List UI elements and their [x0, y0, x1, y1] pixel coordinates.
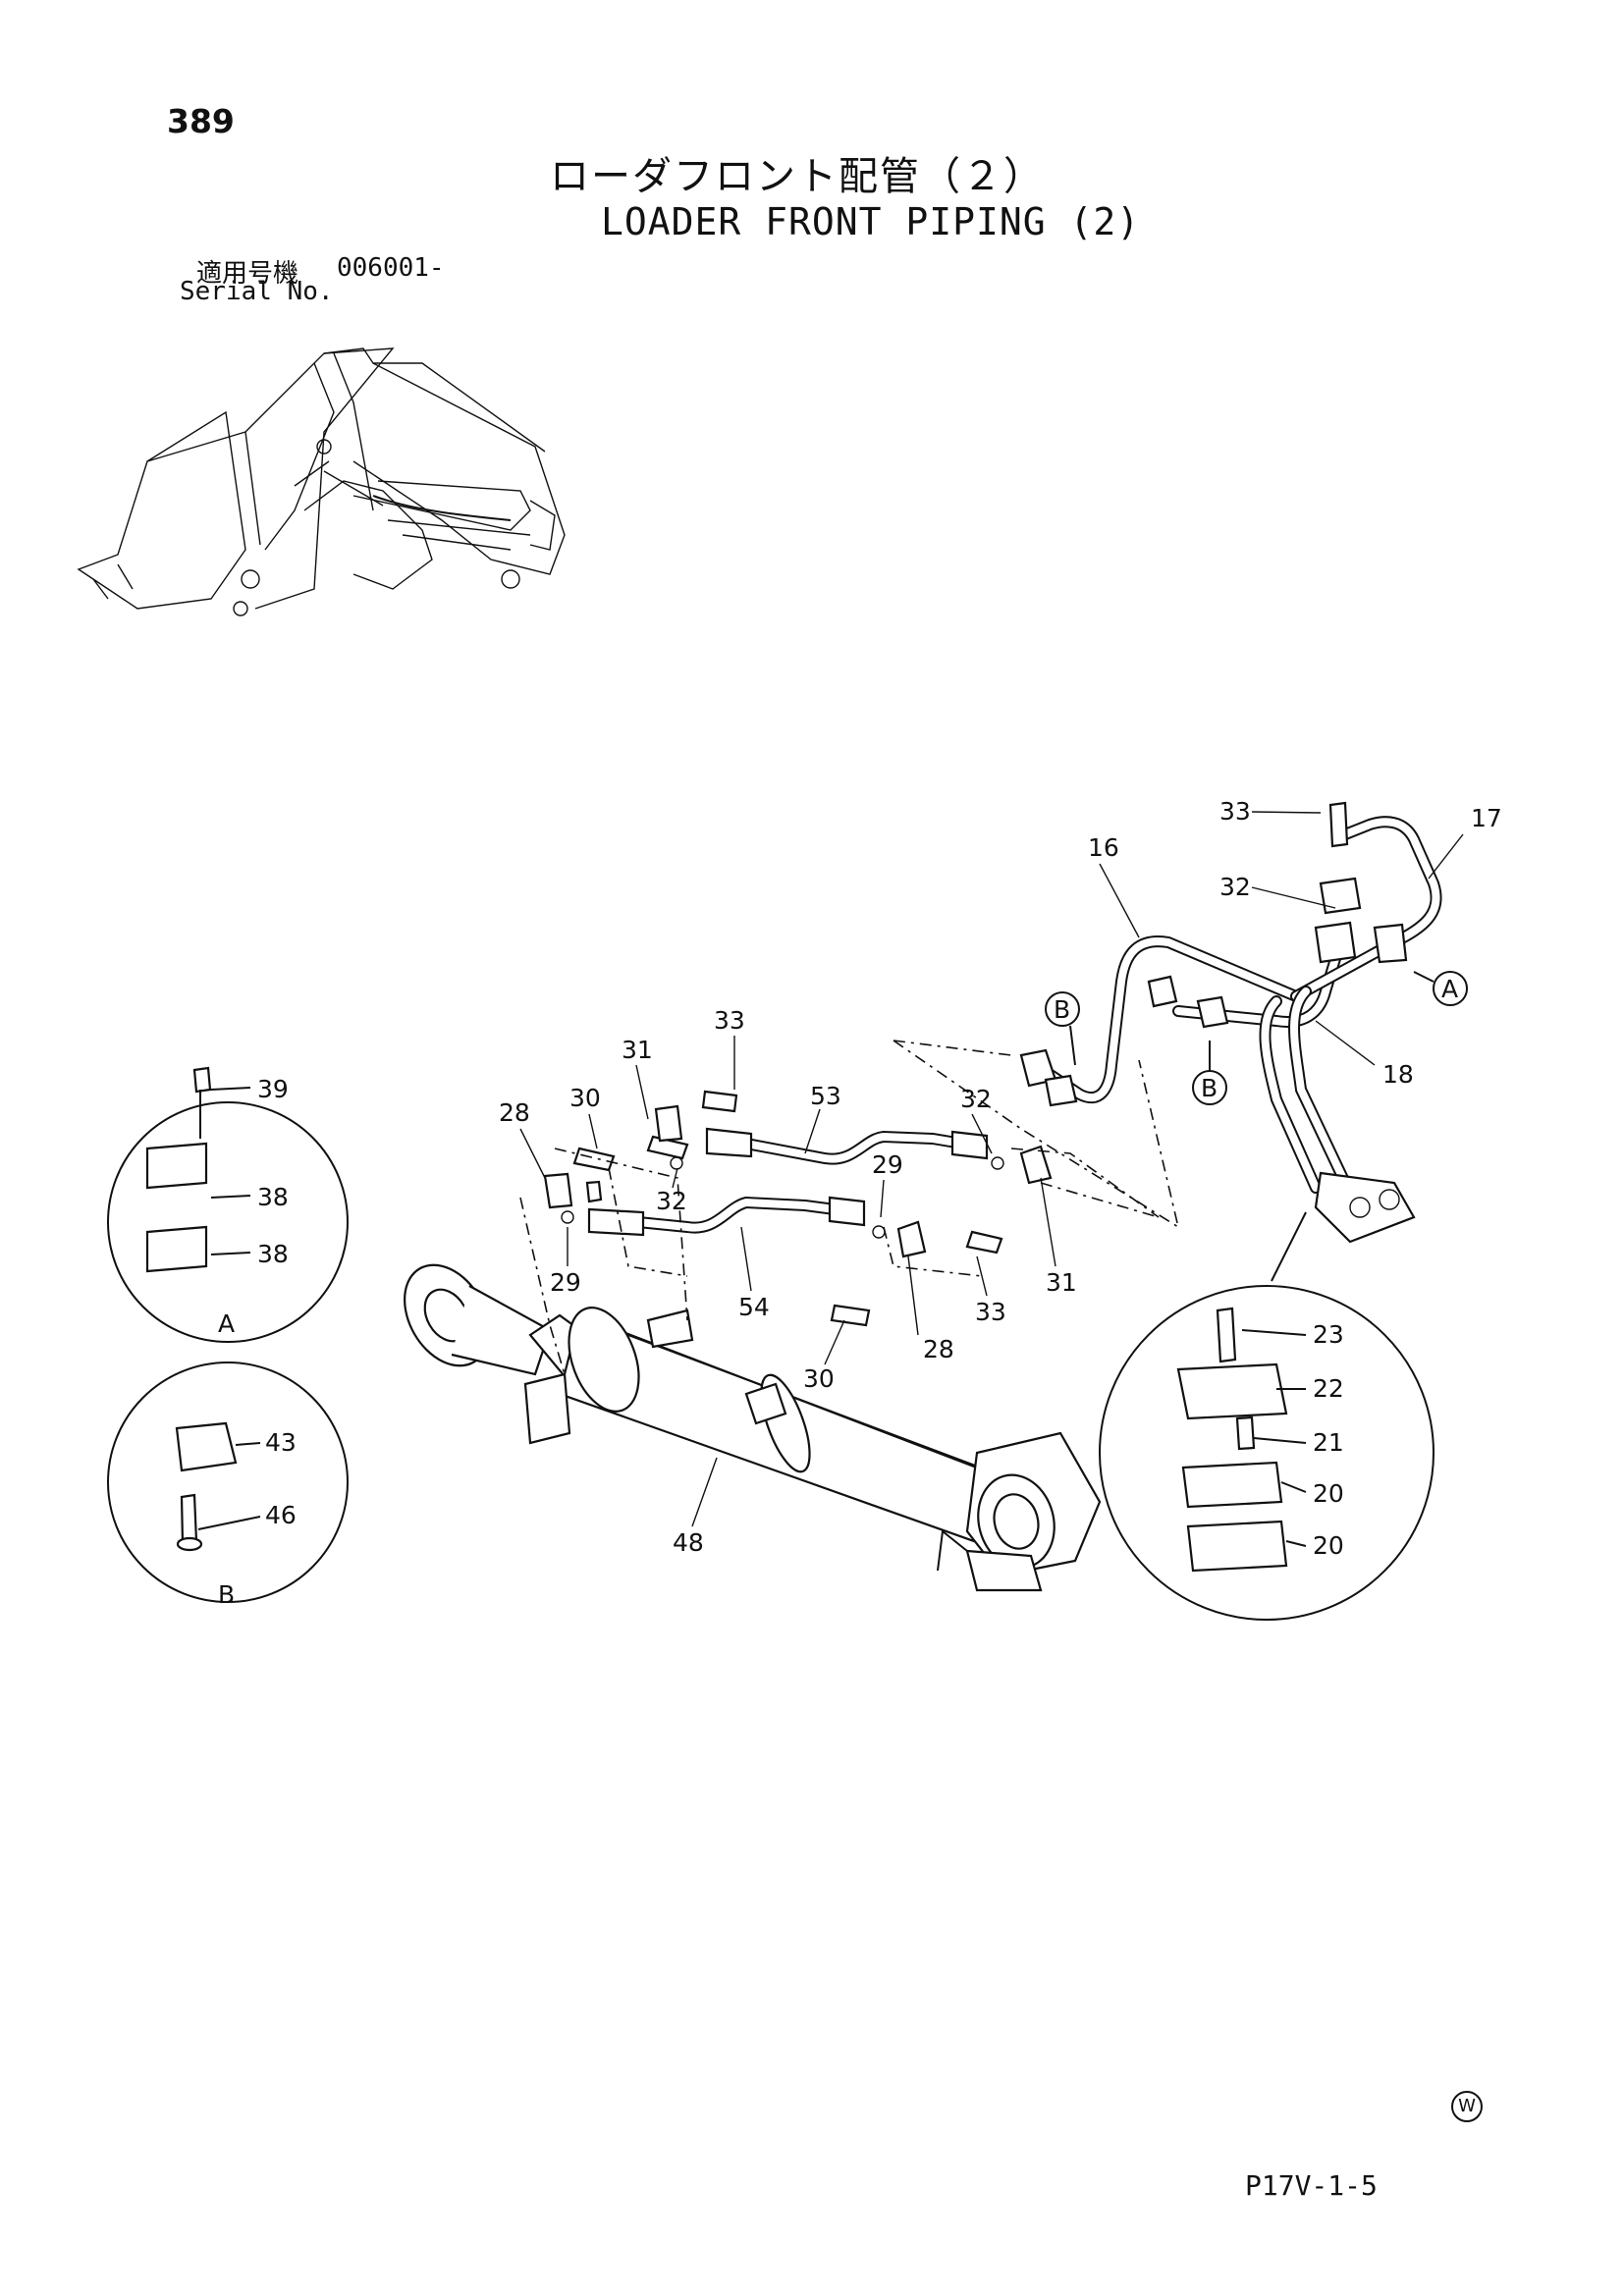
callout-17: 17 [1471, 804, 1502, 832]
serial-label-english: Serial No. [180, 277, 334, 306]
callout-48: 48 [673, 1528, 704, 1557]
footer-page-code: P17V-1-5 [1245, 2169, 1378, 2202]
hoses-53-54 [543, 1090, 1053, 1327]
reference-marker-b-left [1045, 991, 1080, 1066]
pipes-16-17-18 [1019, 801, 1442, 1244]
callout-30-top: 30 [569, 1084, 601, 1112]
reference-marker-a-label: A [1441, 975, 1458, 1003]
callout-21: 21 [1313, 1428, 1344, 1457]
loader-overview-illustration [77, 347, 566, 616]
callout-32-mid: 32 [656, 1187, 687, 1215]
callout-54: 54 [738, 1293, 770, 1321]
detail-view-b [107, 1362, 349, 1603]
callout-28-left: 28 [499, 1098, 530, 1127]
callout-leaders [519, 811, 1464, 1527]
serial-label-japanese: 適用号機 [196, 259, 299, 289]
reference-marker-b-right [1192, 1041, 1227, 1105]
callout-43: 43 [265, 1428, 297, 1457]
callout-20-lower: 20 [1313, 1531, 1344, 1560]
callout-16: 16 [1088, 833, 1119, 862]
callout-31-right: 31 [1046, 1268, 1077, 1297]
title-english: LOADER FRONT PIPING (2) [601, 200, 1141, 243]
callout-32-right: 32 [960, 1085, 992, 1113]
callout-20-upper: 20 [1313, 1479, 1344, 1508]
callout-46: 46 [265, 1501, 297, 1529]
reference-marker-b-left-label: B [1054, 995, 1070, 1024]
callout-29-right: 29 [872, 1150, 903, 1179]
detail-view-a [107, 1066, 349, 1343]
callout-30-bottom: 30 [803, 1364, 835, 1393]
watermark-w-symbol: W [1451, 2091, 1483, 2122]
detail-view-a-label: A [218, 1309, 235, 1338]
assembly-centerlines [519, 1040, 1180, 1375]
callout-38-upper: 38 [257, 1183, 289, 1211]
callout-53: 53 [810, 1082, 841, 1110]
callout-32-top: 32 [1219, 873, 1251, 901]
detail-view-b-label: B [218, 1580, 235, 1609]
reference-marker-a [1413, 971, 1468, 1006]
reference-marker-b-right-label: B [1201, 1074, 1218, 1102]
serial-number-value: 006001- [337, 253, 445, 283]
callout-33-mid: 33 [714, 1006, 745, 1035]
callout-18: 18 [1382, 1060, 1414, 1089]
callout-38-lower: 38 [257, 1240, 289, 1268]
detail-view-bracket [1099, 1211, 1435, 1621]
callout-33-bottom: 33 [975, 1298, 1006, 1326]
hydraulic-cylinder [404, 1263, 1102, 1592]
callout-28-right: 28 [923, 1335, 954, 1363]
callout-23: 23 [1313, 1320, 1344, 1349]
page-number: 389 [167, 102, 235, 140]
callout-29-left: 29 [550, 1268, 581, 1297]
callout-39: 39 [257, 1075, 289, 1103]
callout-33-top: 33 [1219, 797, 1251, 826]
callout-22: 22 [1313, 1374, 1344, 1403]
callout-31-left: 31 [622, 1036, 653, 1064]
title-japanese: ローダフロント配管（２） [550, 154, 1045, 199]
